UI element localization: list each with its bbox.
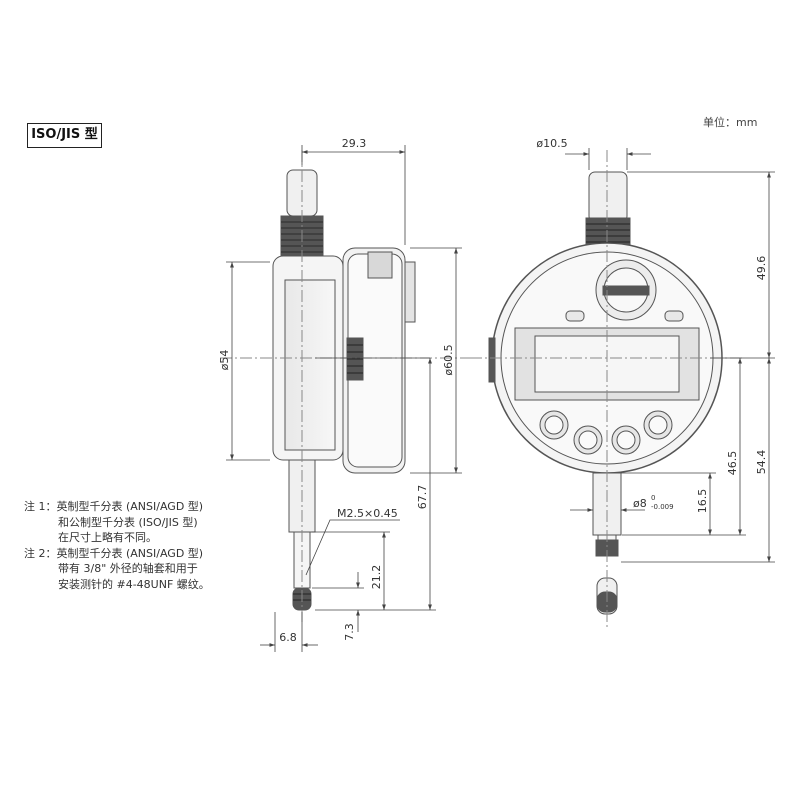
dim-29-3: 29.3 [342,137,367,150]
side-button [367,251,393,279]
side-rear-cap [404,261,416,323]
dim-46-5: 46.5 [726,451,739,476]
front-lcd [534,335,680,393]
front-side-grip [488,337,496,383]
note-1-line-1: 注 1：英制型千分表 (ANSI/AGD 型) [24,500,204,513]
unit-label: 单位：mm [703,116,758,129]
dim-16-5: 16.5 [696,489,709,514]
front-indicator-right [664,310,684,322]
dim-d54: ø54 [218,350,231,371]
note-2-line-2: 带有 3/8" 外径的轴套和用于 [58,562,198,575]
thread-label: M2.5×0.45 [337,507,398,520]
dim-d10-5: ø10.5 [536,137,567,150]
note-2-line-3: 安装测针的 #4-48UNF 螺纹。 [58,577,210,591]
dim-67-7: 67.7 [416,485,429,510]
note-1-line-3: 在尺寸上略有不同。 [58,531,157,544]
side-view [220,150,470,625]
front-indicator-left [565,310,585,322]
tol-upper: 0 [651,494,655,502]
dim-d60-5: ø60.5 [442,344,455,375]
front-top-cap [588,171,628,223]
dim-6-8: 6.8 [279,631,297,644]
dim-d8: ø8 [633,497,647,510]
dim-49-6: 49.6 [755,256,768,281]
front-button-2-inner [578,430,598,450]
front-button-1-inner [544,415,564,435]
note-1-line-2: 和公制型千分表 (ISO/JIS 型) [58,515,198,529]
front-button-3-inner [616,430,636,450]
note-2-line-1: 注 2：英制型千分表 (ANSI/AGD 型) [24,546,204,560]
front-button-4-inner [648,415,668,435]
dim-7-3: 7.3 [343,623,356,641]
tol-lower: -0.009 [651,503,674,511]
type-label-box: ISO/JIS 型 [27,123,102,148]
dim-21-2: 21.2 [370,565,383,590]
side-dimensions [226,145,462,652]
dim-54-4: 54.4 [755,450,768,475]
notes-block: 注 1：英制型千分表 (ANSI/AGD 型) 和公制型千分表 (ISO/JIS… [24,499,264,592]
front-knob-slot [602,285,650,296]
front-stem [592,472,622,536]
side-body-panel [284,279,336,451]
front-dimensions [565,148,775,563]
front-view [470,150,745,630]
